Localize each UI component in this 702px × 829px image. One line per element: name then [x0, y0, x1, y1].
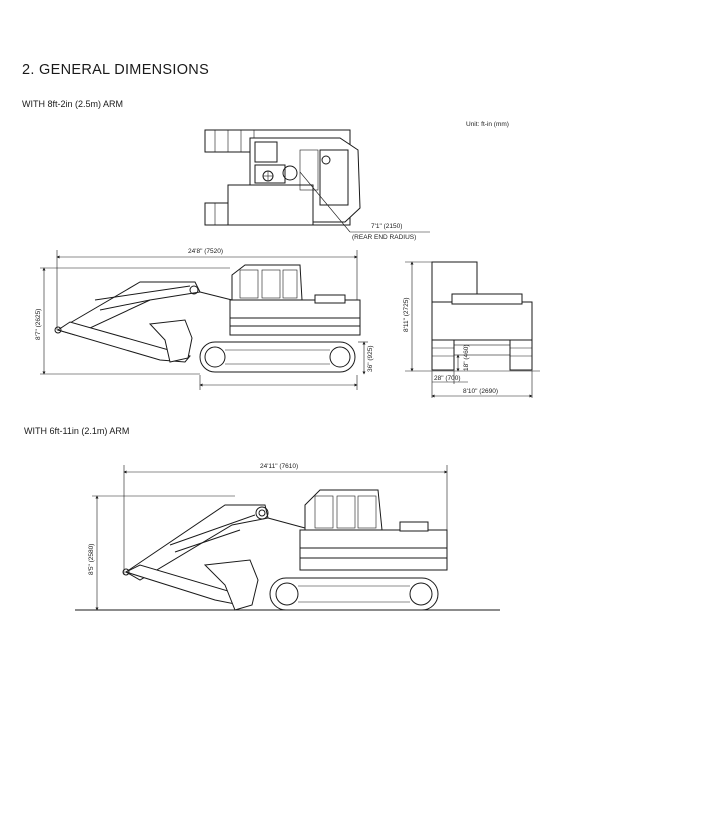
ground-clearance: 36" (925)	[367, 345, 374, 372]
cab-height: 8'11" (2725)	[403, 297, 410, 332]
top-view-drawing: 7'1" (2150) (REAR END RADIUS)	[204, 129, 430, 241]
height-1: 8'7" (2625)	[35, 309, 42, 340]
rear-view-drawing: 8'11" (2725) 18" (460) 28" (700) 8'10" (…	[403, 261, 540, 398]
section2-heading: WITH 6ft-11in (2.1m) ARM	[24, 426, 130, 436]
rear-radius-value: 7'1" (2150)	[371, 223, 402, 230]
shoe-width: 28" (700)	[434, 375, 461, 382]
section1-heading: WITH 8ft-2in (2.5m) ARM	[22, 99, 124, 109]
side-view-2-drawing: 24'11" (7610) 8'5" (2580)	[75, 463, 500, 611]
unit-note: Unit: ft-in (mm)	[466, 121, 509, 128]
overall-length-1: 24'8" (7520)	[188, 248, 223, 255]
rear-radius-label: (REAR END RADIUS)	[352, 234, 416, 241]
height-2: 8'5" (2580)	[88, 544, 95, 575]
clearance-under: 18" (460)	[463, 344, 470, 371]
page-title: 2. GENERAL DIMENSIONS	[22, 62, 210, 78]
overall-length-2: 24'11" (7610)	[260, 463, 298, 470]
side-view-1-drawing: 24'8" (7520) 8'7" (2625) 3	[35, 248, 374, 390]
overall-width: 8'10" (2690)	[463, 388, 498, 395]
